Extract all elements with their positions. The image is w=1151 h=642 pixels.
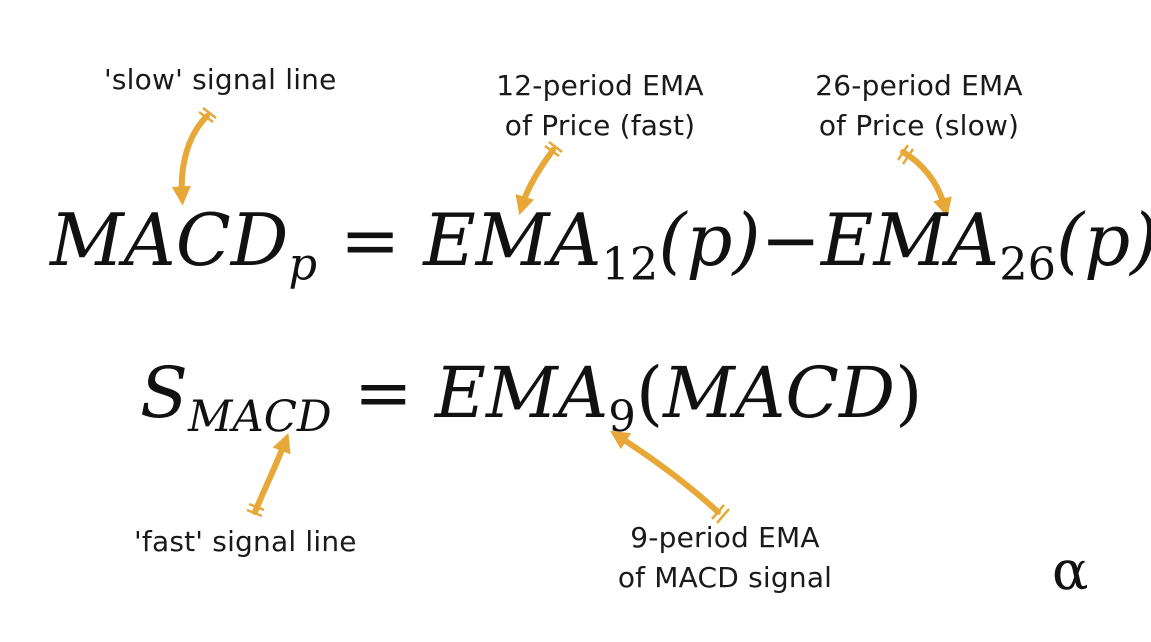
ema9-paren-open: (: [635, 352, 664, 434]
signal-lhs-sub: MACD: [187, 391, 332, 442]
macd-lhs: MACD: [50, 198, 289, 282]
ema9-paren-close: ): [895, 352, 923, 434]
label-ema26-line1: 26-period EMA: [815, 69, 1023, 102]
ema26-sub: 26: [999, 238, 1056, 291]
label-ema12: 12-period EMA of Price (fast): [450, 66, 750, 146]
macd-equals: =: [340, 198, 401, 282]
label-ema12-line2: of Price (fast): [504, 109, 696, 142]
alpha-logo: α: [1052, 539, 1089, 602]
arrow-fast-signal: [246, 433, 291, 518]
ema26-term: EMA: [820, 198, 1000, 282]
label-ema26-line2: of Price (slow): [818, 109, 1020, 142]
signal-equation: SMACD = EMA9(MACD): [140, 358, 922, 439]
ema12-term: EMA: [423, 198, 602, 282]
signal-lhs: S: [140, 352, 188, 434]
label-ema9-line2: of MACD signal: [617, 561, 833, 594]
arrow-ema9: [609, 430, 730, 524]
label-slow-signal: 'slow' signal line: [104, 63, 337, 96]
ema9-term: EMA: [434, 352, 609, 434]
macd-minus: −: [760, 198, 821, 282]
signal-equals: =: [354, 352, 413, 434]
label-ema9-line1: 9-period EMA: [630, 521, 820, 554]
label-ema12-line1: 12-period EMA: [496, 69, 704, 102]
label-fast-signal: 'fast' signal line: [134, 525, 357, 558]
macd-equation: MACDp = EMA12(p)−EMA26(p): [50, 204, 1151, 287]
macd-lhs-sub: p: [288, 238, 318, 291]
arrow-slow-signal: [171, 107, 217, 206]
label-ema9: 9-period EMA of MACD signal: [590, 518, 860, 598]
ema12-sub: 12: [601, 238, 659, 291]
arrow-ema12: [515, 141, 563, 216]
ema9-arg: MACD: [663, 352, 896, 434]
label-ema26: 26-period EMA of Price (slow): [774, 66, 1064, 146]
ema12-arg: (p): [658, 198, 761, 282]
ema9-sub: 9: [608, 391, 636, 442]
arrow-ema26: [896, 144, 952, 218]
ema26-arg: (p): [1056, 198, 1151, 282]
